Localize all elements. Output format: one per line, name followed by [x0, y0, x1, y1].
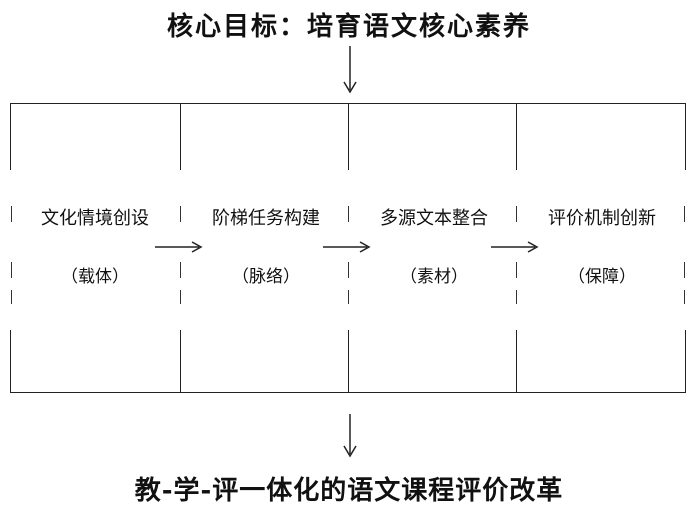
edge-dash: [516, 290, 517, 304]
pillar-role-evaluation: （保障）: [568, 267, 636, 287]
right-arrow-3: [491, 241, 539, 253]
pillar-label-evaluation: 评价机制创新: [548, 208, 656, 229]
edge-dash: [684, 262, 685, 278]
edge-dash: [11, 206, 12, 222]
pillar-role-texts: （素材）: [400, 267, 468, 287]
edge-dash: [11, 262, 12, 278]
edge-dash: [684, 290, 685, 304]
down-arrow-bottom: [343, 414, 357, 458]
divider-gap: [177, 170, 183, 330]
core-goal-title: 核心目标：培育语文核心素养: [166, 12, 531, 42]
edge-dash: [180, 290, 181, 304]
pillar-role-context: （载体）: [61, 267, 129, 287]
pillar-role-tasks: （脉络）: [232, 267, 300, 287]
divider-gap: [7, 170, 13, 330]
divider-gap: [513, 170, 519, 330]
pillar-label-context: 文化情境创设: [41, 208, 149, 229]
edge-dash: [516, 262, 517, 278]
edge-dash: [348, 206, 349, 222]
reform-title: 教-学-评一体化的语文课程评价改革: [134, 476, 564, 506]
edge-dash: [180, 206, 181, 222]
right-arrow-2: [323, 241, 371, 253]
edge-dash: [516, 206, 517, 222]
down-arrow-top: [343, 46, 357, 94]
divider-gap: [682, 170, 688, 330]
edge-dash: [348, 290, 349, 304]
edge-dash: [348, 262, 349, 278]
right-arrow-1: [155, 241, 203, 253]
pillar-label-texts: 多源文本整合: [380, 208, 488, 229]
divider-gap: [345, 170, 351, 330]
edge-dash: [11, 290, 12, 304]
edge-dash: [180, 262, 181, 278]
pillar-label-tasks: 阶梯任务构建: [212, 208, 320, 229]
edge-dash: [684, 206, 685, 222]
